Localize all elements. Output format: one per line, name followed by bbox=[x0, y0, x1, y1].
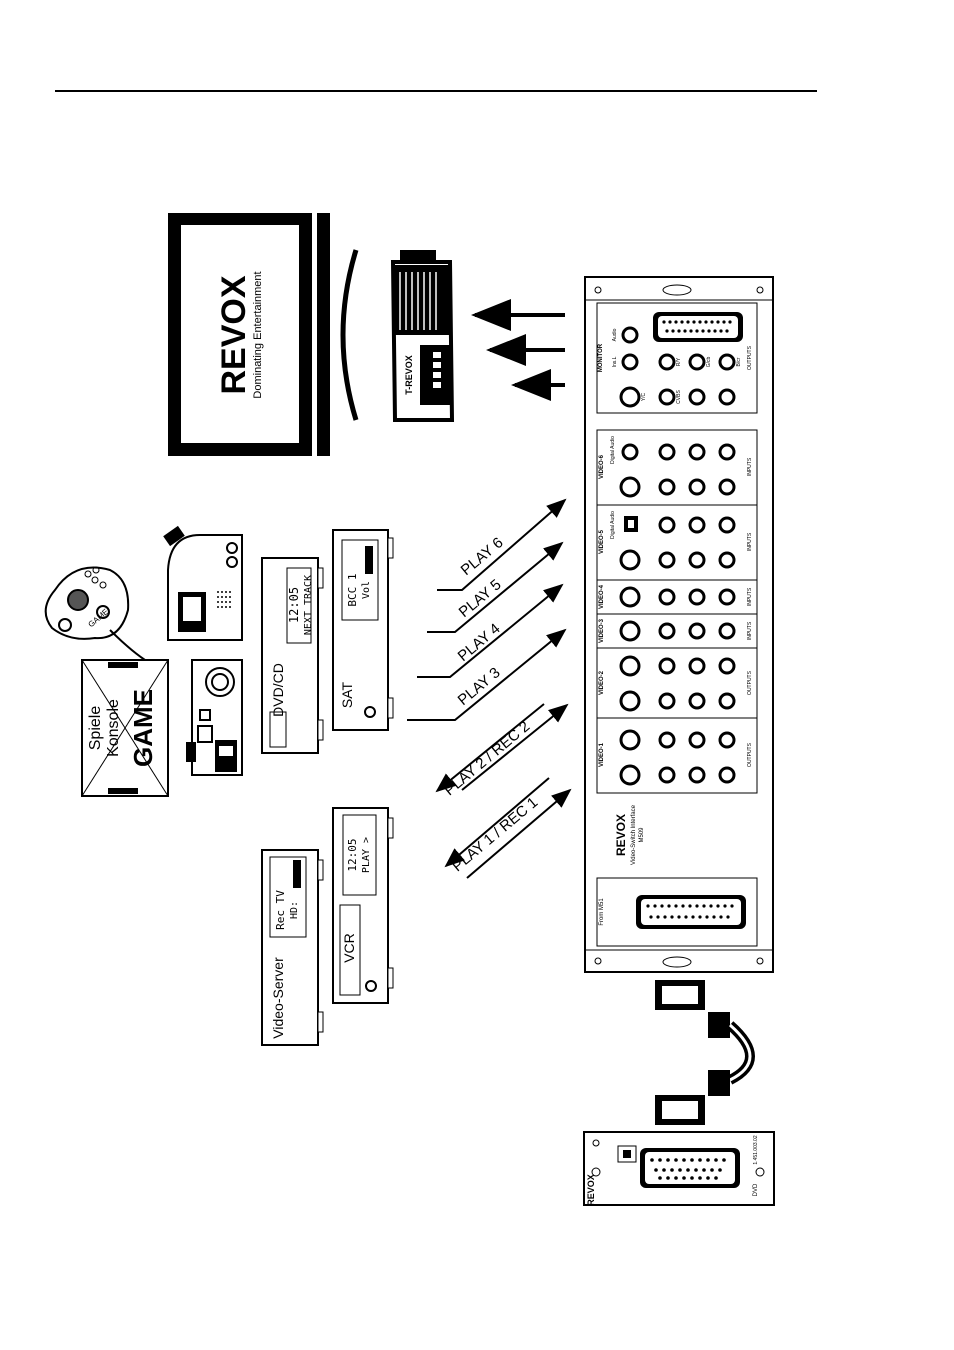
monitor-title: MONITOR bbox=[598, 343, 604, 372]
monitor-audio-label: Audio bbox=[612, 328, 618, 341]
dvd-player-time: 12:05 bbox=[287, 587, 301, 623]
video-6-digital: Digital Audio bbox=[610, 436, 616, 464]
dvd-card-brand: REVOX bbox=[586, 1174, 596, 1206]
game-console-line1: Spiele bbox=[87, 706, 104, 751]
play-arrows bbox=[407, 498, 572, 879]
monitor-bcr-label: B/cr bbox=[736, 357, 742, 366]
video-4-bottom: INPUTS bbox=[747, 587, 753, 606]
from-m51-label: From M51 bbox=[599, 898, 605, 926]
monitor-insl-label: Ins.L bbox=[612, 356, 618, 367]
vcr-time: 12:05 bbox=[346, 838, 359, 871]
video-4-title: VIDEO-4 bbox=[599, 584, 605, 609]
video-module-1: VIDEO-1 OUTPUTS bbox=[596, 717, 758, 794]
video-1-bottom: OUTPUTS bbox=[747, 742, 753, 767]
camcorder bbox=[163, 525, 243, 641]
video-5-bottom: INPUTS bbox=[747, 532, 753, 551]
video-server-line1: Rec TV bbox=[274, 890, 287, 930]
gamepad: GAME bbox=[44, 566, 146, 661]
dvd-card: REVOX 1.451.003.02 DVD bbox=[583, 1131, 775, 1206]
monitor-yc-label: Y/C bbox=[641, 392, 647, 401]
play-5-label: PLAY 5 bbox=[456, 576, 505, 621]
video-server-line2: HD: bbox=[289, 901, 300, 919]
dvd-player: DVD/CD 12:05 NEXT TRACK bbox=[261, 557, 324, 754]
play-labels: PLAY 6 PLAY 5 PLAY 4 PLAY 3 PLAY 2 / REC… bbox=[441, 534, 541, 875]
tv-monitor: REVOX Dominating Entertainment bbox=[168, 213, 359, 456]
video-6-bottom: INPUTS bbox=[747, 457, 753, 476]
dvd-player-label: DVD/CD bbox=[270, 663, 286, 717]
interface-brand: REVOX bbox=[614, 814, 628, 856]
scart-cable bbox=[655, 980, 755, 1125]
video-5-title: VIDEO-5 bbox=[599, 529, 605, 554]
interface-name: Video-Switch Interface bbox=[631, 804, 637, 865]
game-console-line2: Konsole bbox=[105, 699, 122, 757]
dvd-card-code: 1.451.003.02 bbox=[753, 1135, 759, 1164]
tv-tagline: Dominating Entertainment bbox=[252, 271, 264, 398]
monitor-cvbs-label: CVBS bbox=[676, 390, 682, 404]
video-switch-interface: MONITOR OUTPUTS Audio Ins.L Y/C R/Y G/cb… bbox=[584, 276, 774, 973]
video-module-2: VIDEO-2 OUTPUTS bbox=[596, 647, 758, 719]
video-module-4: VIDEO-4 INPUTS bbox=[596, 579, 758, 615]
dvd-card-label: DVD bbox=[753, 1183, 759, 1196]
interface-model: M509 bbox=[639, 827, 645, 843]
vcr-label: VCR bbox=[341, 933, 357, 963]
sat-channel: BCC 1 bbox=[346, 573, 359, 606]
monitor-ry-label: R/Y bbox=[676, 357, 682, 366]
camera bbox=[186, 659, 243, 776]
header-rule bbox=[55, 90, 817, 92]
dvd-player-track: NEXT TRACK bbox=[303, 575, 314, 635]
video-server-label: Video-Server bbox=[270, 957, 286, 1039]
output-arrows bbox=[471, 299, 565, 401]
video-5-digital: Digital Audio bbox=[610, 511, 616, 539]
tv-brand: REVOX bbox=[215, 275, 253, 394]
video-3-bottom: INPUTS bbox=[747, 621, 753, 640]
video-2-title: VIDEO-2 bbox=[599, 670, 605, 695]
video-3-title: VIDEO-3 bbox=[599, 618, 605, 643]
vcr-status: PLAY > bbox=[361, 837, 372, 873]
sat-receiver: SAT BCC 1 Vol bbox=[332, 529, 394, 731]
video-module-3: VIDEO-3 INPUTS bbox=[596, 613, 758, 649]
sat-label: SAT bbox=[339, 681, 355, 708]
video-server: Video-Server Rec TV HD: bbox=[261, 849, 324, 1046]
monitor-outputs-label: OUTPUTS bbox=[747, 345, 753, 370]
game-console-big: GAME bbox=[128, 689, 158, 767]
video-module-6: VIDEO-6 Digital Audio INPUTS bbox=[596, 429, 758, 506]
projector-brand: T-REVOX bbox=[404, 355, 414, 395]
projector: T-REVOX bbox=[390, 250, 455, 422]
game-console: Spiele Konsole GAME bbox=[81, 659, 169, 797]
vcr: VCR 12:05 PLAY > bbox=[332, 807, 394, 1004]
video-module-5: VIDEO-5 Digital Audio INPUTS bbox=[596, 504, 758, 581]
play-1-rec-1-label: PLAY 1 / REC 1 bbox=[449, 794, 541, 875]
sat-volume: Vol bbox=[361, 581, 372, 599]
video-1-title: VIDEO-1 bbox=[599, 742, 605, 767]
video-2-bottom: OUTPUTS bbox=[747, 670, 753, 695]
monitor-gcb-label: G/cb bbox=[706, 357, 712, 368]
video-6-title: VIDEO-6 bbox=[599, 454, 605, 479]
play-2-rec-2-label: PLAY 2 / REC 2 bbox=[441, 718, 533, 799]
